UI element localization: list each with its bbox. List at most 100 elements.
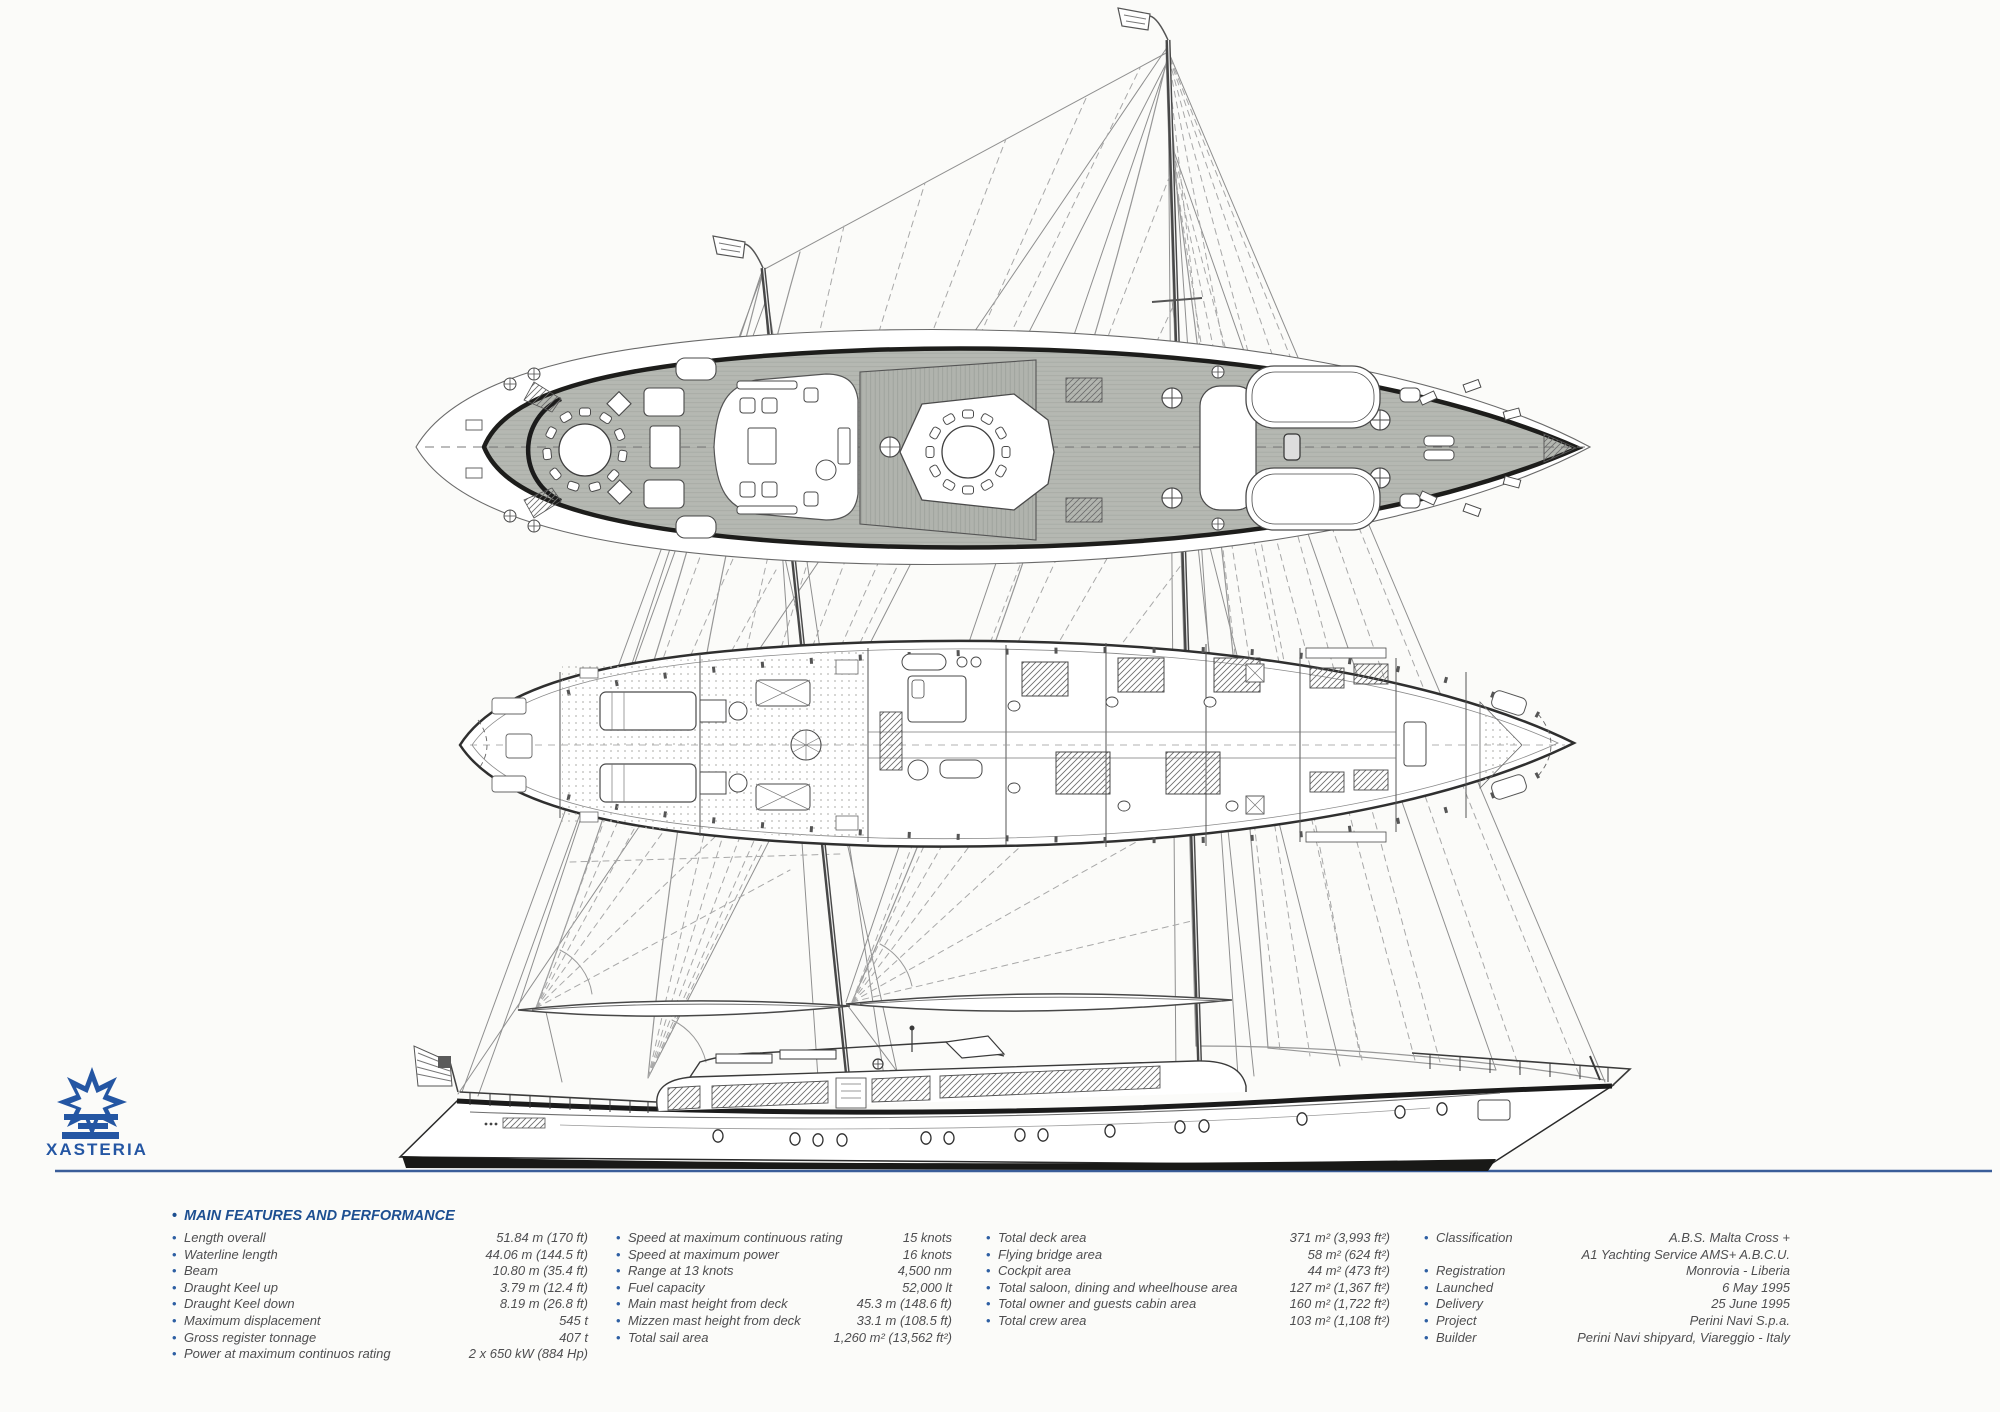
mizzen-boom xyxy=(517,1000,851,1017)
xasteria-logo: XASTERIA xyxy=(46,1058,166,1168)
bullet-icon: • xyxy=(986,1263,991,1279)
sunpads xyxy=(1245,365,1381,531)
bullet-icon: • xyxy=(616,1296,621,1312)
spec-value: 4,500 nm xyxy=(897,1263,952,1279)
spec-label: Mizzen mast height from deck xyxy=(628,1312,801,1328)
bullet-icon: • xyxy=(616,1230,621,1245)
spec-label: Maximum displacement xyxy=(184,1312,321,1328)
rigging-and-sails xyxy=(457,45,1606,1097)
bullet-icon: • xyxy=(172,1279,177,1295)
spec-row: • Waterline length 44.06 m (144.5 ft) xyxy=(172,1247,588,1264)
stern-railing xyxy=(459,1091,657,1113)
flying-bridge xyxy=(689,1025,1006,1078)
spec-value: 127 m² (1,367 ft²) xyxy=(1289,1279,1390,1295)
bullet-icon: • xyxy=(986,1312,991,1328)
spec-label: Cockpit area xyxy=(998,1263,1071,1279)
bullet-icon: • xyxy=(172,1246,177,1262)
hull-profile xyxy=(398,1025,1632,1171)
bullet-icon: • xyxy=(1424,1296,1429,1312)
bullet-icon: • xyxy=(616,1279,621,1295)
spec-row: • Speed at maximum power 16 knots xyxy=(616,1247,952,1264)
cockpit-dining xyxy=(899,393,1055,511)
spec-value: 44 m² (473 ft²) xyxy=(1307,1263,1390,1279)
spec-label: Speed at maximum power xyxy=(628,1246,780,1262)
saloon-area xyxy=(713,373,859,521)
spec-label: Classification xyxy=(1436,1230,1513,1245)
specs-column-registry: • Classification A.B.S. Malta Cross + A1 Y… xyxy=(1424,1230,1790,1346)
spec-label: Gross register tonnage xyxy=(184,1329,317,1345)
lounge-furniture xyxy=(606,357,717,539)
bullet-icon: • xyxy=(616,1312,621,1328)
spec-label: Total owner and guests cabin area xyxy=(998,1296,1197,1312)
spec-value: 545 t xyxy=(559,1312,588,1328)
spec-label: Range at 13 knots xyxy=(628,1263,734,1279)
spec-value: A.B.S. Malta Cross + A1 Yachting Service… xyxy=(1581,1230,1790,1262)
aft-stair-arc xyxy=(523,381,562,519)
bullet-icon: • xyxy=(172,1329,177,1345)
spec-value: Perini Navi S.p.a. xyxy=(1689,1312,1790,1328)
spec-label: Registration xyxy=(1436,1263,1506,1279)
spec-value: 25 June 1995 xyxy=(1711,1296,1790,1312)
guest-cabins xyxy=(1007,657,1265,815)
spec-label: Builder xyxy=(1436,1329,1477,1345)
sail-seam-lines xyxy=(535,47,1581,1079)
spec-value: 1,260 m² (13,562 ft²) xyxy=(833,1329,953,1345)
spec-value: 2 x 650 kW (884 Hp) xyxy=(468,1346,588,1362)
spec-value: 371 m² (3,993 ft²) xyxy=(1289,1230,1390,1245)
forepeak xyxy=(1479,690,1552,800)
spiral-stair xyxy=(790,729,822,761)
spec-value: 45.3 m (148.6 ft) xyxy=(856,1296,952,1312)
star-logo-icon xyxy=(57,1067,127,1139)
mainmast-foot xyxy=(1283,433,1301,461)
bullet-icon: • xyxy=(172,1296,177,1312)
spec-row: • Cockpit area 44 m² (473 ft²) xyxy=(986,1263,1390,1280)
bullet-icon: • xyxy=(172,1346,177,1362)
spec-label: Total sail area xyxy=(628,1329,709,1345)
bullet-icon: • xyxy=(616,1329,621,1345)
bow-railing xyxy=(1411,1052,1632,1087)
spec-value: 407 t xyxy=(559,1329,588,1345)
spec-label: Beam xyxy=(184,1263,218,1279)
aft-deck-table xyxy=(542,407,628,493)
owner-cabin xyxy=(879,653,983,781)
spec-label: Power at maximum continuos rating xyxy=(184,1346,391,1362)
bullet-icon: • xyxy=(616,1246,621,1262)
bullet-icon: • xyxy=(172,1230,177,1245)
bullet-icon: • xyxy=(986,1279,991,1295)
spec-row: • Power at maximum continuos rating 2 x 65… xyxy=(172,1346,588,1363)
bullet-icon: • xyxy=(1424,1329,1429,1345)
spec-label: Waterline length xyxy=(184,1246,278,1262)
boot-stripe xyxy=(402,1156,1496,1171)
spec-value: 33.1 m (108.5 ft) xyxy=(856,1312,952,1328)
spec-value: 16 knots xyxy=(902,1246,952,1262)
bullet-icon: • xyxy=(1424,1230,1429,1245)
spec-label: Flying bridge area xyxy=(998,1246,1103,1262)
bullet-icon: • xyxy=(986,1246,991,1262)
spec-row: • Classification A.B.S. Malta Cross + A1 Y… xyxy=(1424,1230,1790,1263)
bullet-icon: • xyxy=(172,1263,177,1279)
engine-room xyxy=(562,650,866,840)
upper-deck-plan xyxy=(415,328,1592,566)
spec-value: Monrovia - Liberia xyxy=(1685,1263,1790,1279)
spec-value: 58 m² (624 ft²) xyxy=(1307,1246,1390,1262)
spec-label: Draught Keel up xyxy=(184,1279,278,1295)
spec-value: 10.80 m (35.4 ft) xyxy=(492,1263,588,1279)
deckhouse xyxy=(656,1060,1247,1112)
spec-value: 44.06 m (144.5 ft) xyxy=(485,1246,588,1262)
specs-heading-text: MAIN FEATURES AND PERFORMANCE xyxy=(184,1208,455,1224)
